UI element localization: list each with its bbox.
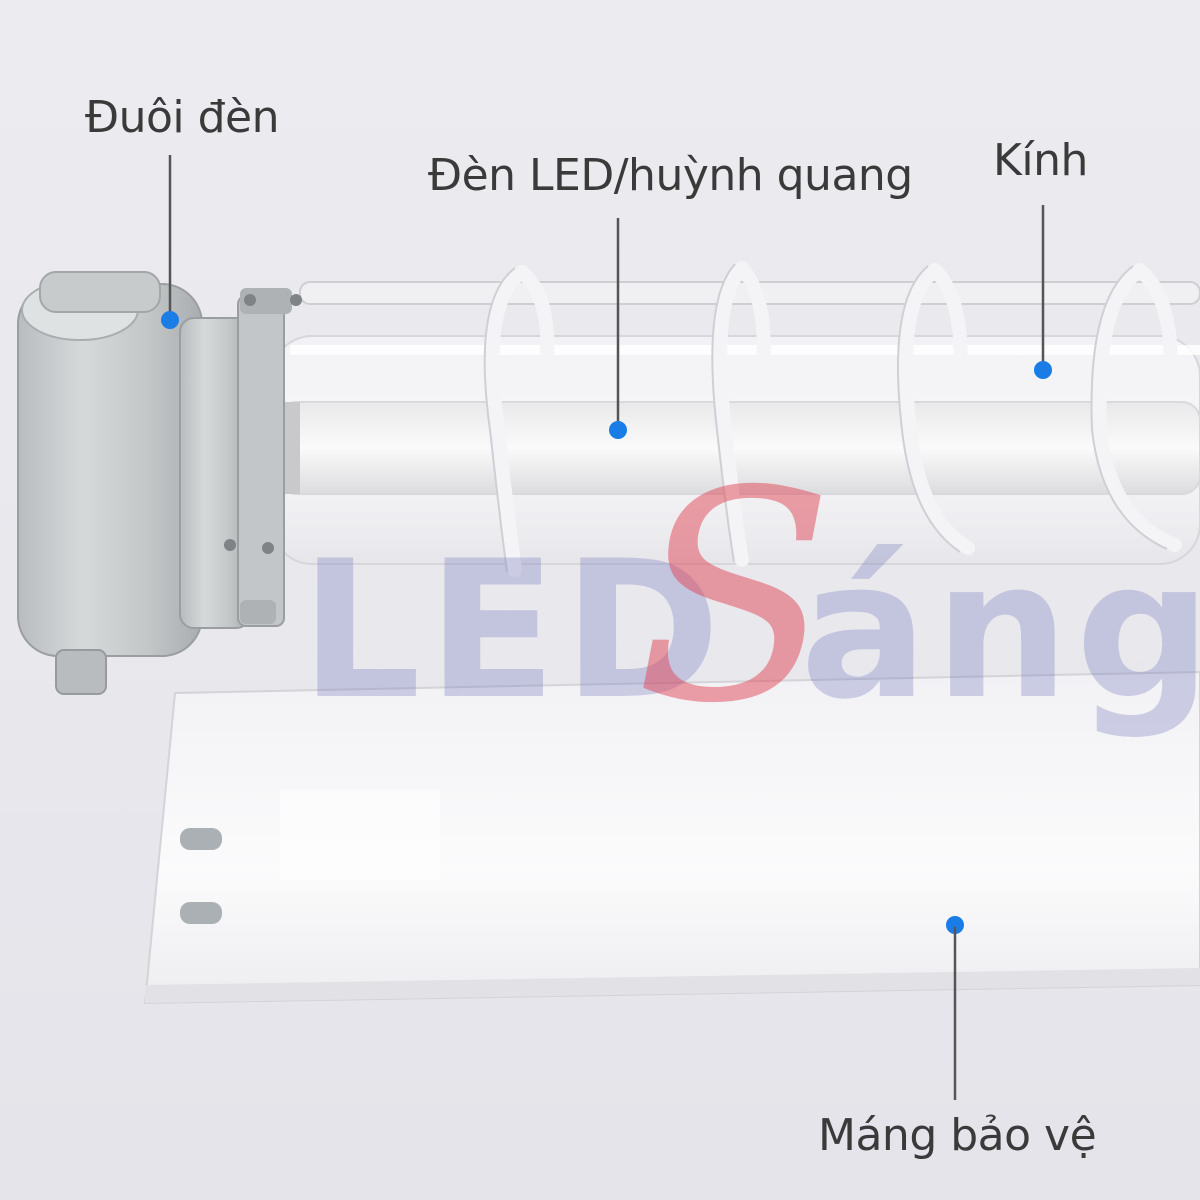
label-cap: Đuôi đèn [85,92,280,143]
marker-tube [609,421,627,439]
wire-guards [485,261,1182,577]
watermark-text-right: áng [800,520,1200,741]
end-cap-housing [17,271,302,695]
marker-cap [161,311,179,329]
marker-reflector [946,916,964,934]
label-reflector: Máng bảo vệ [818,1110,1097,1161]
reflector-tray [143,670,1200,1005]
watermark-text-left: LED [300,520,727,741]
label-glass: Kính [993,135,1088,186]
wire-guard-edges [483,263,1168,573]
watermark-letter-s: S [635,430,834,767]
marker-glass [1034,361,1052,379]
label-tube: Đèn LED/huỳnh quang [428,150,913,201]
